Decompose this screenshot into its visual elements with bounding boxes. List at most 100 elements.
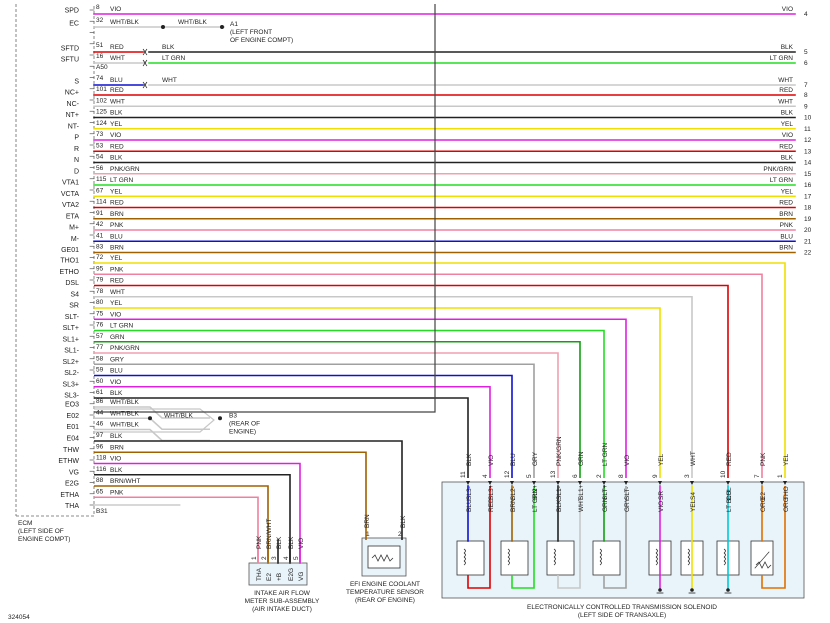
ecm-pin-number: 75 (96, 310, 104, 317)
ecm-pin-number: 95 (96, 265, 104, 272)
ecm-signal-label: E2G (65, 481, 79, 488)
coil-symbol (507, 552, 510, 558)
solenoid-pin-name: SL1+ (578, 484, 585, 500)
wire-color-label: BLK (781, 155, 794, 162)
ecm-pin-number: 56 (96, 165, 104, 172)
wire-color-label: LT GRN (162, 55, 186, 62)
ecm-signal-label: SPD (65, 8, 79, 15)
splice-dot (161, 25, 165, 29)
ground-junction (94, 408, 215, 433)
solenoid-coil-box (456, 540, 485, 576)
maf-pin-name: THA (256, 567, 263, 581)
ecm-signal-label: SFTU (61, 57, 79, 64)
wire-to-solenoid (94, 262, 786, 478)
wire-to-solenoid (94, 340, 581, 478)
wire-color-label: WHT/BLK (110, 19, 140, 26)
coil-symbol (463, 548, 466, 554)
wire-color-label: PNK/GRN (110, 345, 140, 352)
inner-wire (761, 486, 786, 589)
wire-color-label: WHT/BLK (178, 19, 208, 26)
wire-color-label: LT GRN (110, 323, 134, 330)
pin-arrow (760, 481, 764, 485)
solenoid-inner-wire-label: LT GRN (532, 488, 539, 512)
coolant-label-1: EFI ENGINE COOLANT (350, 581, 420, 588)
ecm-signal-label: THO1 (60, 258, 79, 265)
maf-label-2: METER SUB-ASSEMBLY (245, 598, 320, 605)
ecm-signal-label: M+ (69, 225, 79, 232)
wire-color-label: VIO (110, 6, 121, 13)
coil-symbol (723, 560, 726, 566)
wire-color-label: WHT/BLK (110, 422, 140, 429)
wire-color-label: PNK/GRN (763, 166, 793, 173)
wire-color-label: BRN (779, 245, 793, 252)
solenoid-label-2: (LEFT SIDE OF TRANSAXLE) (578, 612, 666, 619)
harness-pin-number: 16 (804, 182, 812, 189)
wire-color-label: WHT/BLK (110, 399, 140, 406)
solenoid-wire-label: VIO (488, 455, 495, 466)
coil-symbol (655, 560, 658, 566)
coil-symbol (687, 552, 690, 558)
solenoid-inner-wire-label: YEL (690, 499, 697, 512)
wire-color-label: LT GRN (770, 177, 794, 184)
solenoid-wire-label: PNK (760, 452, 767, 466)
solenoid-pin-number: 13 (550, 470, 557, 478)
wire-color-label: RED (779, 200, 793, 207)
harness-pin-number: 12 (804, 137, 812, 144)
inner-wire (511, 486, 535, 589)
wires (93, 4, 796, 594)
wire-color-label: VIO (110, 132, 121, 139)
wire-color-label: VIO (110, 456, 121, 463)
wire-color-label: BLK (110, 433, 123, 440)
ecm-signal-label: N (74, 157, 79, 164)
ecm-pin-number: 102 (96, 97, 107, 104)
solenoid-pin-name: SL1- (556, 486, 563, 500)
solenoid-pin-number: 5 (526, 474, 533, 478)
coil-symbol (687, 548, 690, 554)
wire-color-label: RED (110, 278, 124, 285)
ecm-signal-label: R (74, 146, 79, 153)
coolant-pin-number: 1 (366, 531, 370, 538)
harness-pin-number: 9 (804, 103, 808, 110)
pin-arrow (658, 481, 662, 485)
ecm-signal-label: DSL (65, 280, 79, 287)
coil-symbol (507, 556, 510, 562)
coil-symbol (463, 556, 466, 562)
ecm-pin-number: A50 (96, 64, 108, 71)
wire-color-label: LT GRN (110, 177, 134, 184)
ecm-pin-number: B31 (96, 508, 108, 515)
maf-label-1: INTAKE AIR FLOW (254, 590, 311, 597)
wire-color-label: LT GRN (770, 55, 794, 62)
pin-arrow (624, 481, 628, 485)
wire-color-label: BRN (110, 245, 124, 252)
wire-color-label: BRN (110, 444, 124, 451)
wire-color-label: WHT (778, 98, 793, 105)
harness-pin-number: 8 (804, 92, 808, 99)
ecm-pin-number: 125 (96, 109, 107, 116)
coolant-wire-label: BRN (364, 514, 371, 528)
ecm-pin-number: 42 (96, 221, 104, 228)
solenoid-inner-wire-label: VIO (658, 501, 665, 512)
wire-color-label: RED (110, 44, 124, 51)
wire-color-label: BLK (162, 44, 175, 51)
diagram-id: 324054 (8, 614, 30, 621)
maf-wire-label: BLK (276, 536, 283, 549)
ecm-signal-label: SL3- (64, 393, 79, 400)
solenoid-pin-number: 4 (482, 474, 489, 478)
wire-color-label: BLK (781, 44, 794, 51)
coolant-label-3: (REAR OF ENGINE) (355, 597, 415, 604)
wire-color-label: BLU (110, 77, 123, 84)
ecm-signal-label: D (74, 168, 79, 175)
ecm-signal-label: S4 (70, 291, 79, 298)
connector-symbol (142, 48, 148, 56)
solenoid-inner-wire-label: GRY (624, 497, 631, 512)
wire-color-label: WHT (110, 289, 125, 296)
wire-color-label: GRN (110, 334, 125, 341)
wire-to-solenoid (94, 385, 491, 478)
wire-color-label: WHT (110, 55, 125, 62)
ecm-pin-number: 61 (96, 389, 104, 396)
coil-symbol (553, 548, 556, 554)
solenoid-wire-label: BLK (466, 453, 473, 466)
ecm-pin-number: 96 (96, 443, 104, 450)
ecm-signal-label: NC- (67, 101, 80, 108)
